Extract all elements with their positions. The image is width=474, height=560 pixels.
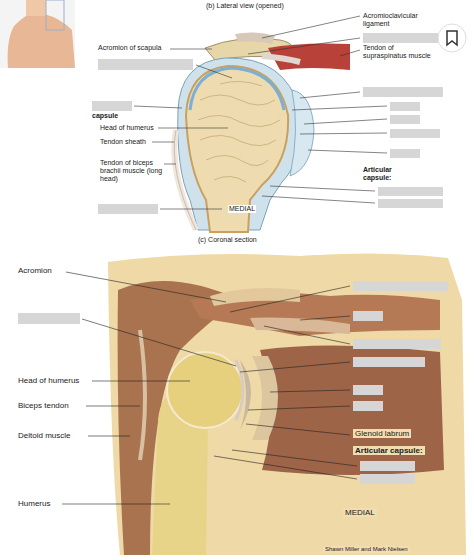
leader-line	[62, 272, 357, 504]
part-label: Humerus	[18, 499, 50, 508]
part-label: Tendon sheath	[100, 138, 146, 146]
section-skin	[108, 253, 466, 555]
thumbnail-frame	[0, 0, 75, 68]
part-label: Head of humerus	[100, 124, 154, 132]
spongy-bone	[198, 81, 280, 182]
tendon-sheath-line	[174, 130, 196, 230]
glenoid-cavity	[290, 90, 314, 176]
thumbnail-highlight	[46, 0, 64, 30]
bookmark-icon	[447, 31, 457, 45]
hidden-label-box	[18, 281, 448, 484]
hidden-label-box	[92, 33, 443, 214]
part-label: Tendon of supraspinatus muscle	[363, 44, 435, 60]
thumbnail-body	[8, 0, 75, 68]
part-label: Glenoid labrum	[353, 429, 411, 438]
biceps-tendon-top	[174, 130, 196, 230]
view-title: (c) Coronal section	[198, 236, 257, 244]
ac-ligament	[235, 32, 275, 44]
cartilage-section	[236, 360, 243, 420]
supraspinatus-tendon	[262, 56, 300, 62]
part-label: Deltoid muscle	[18, 431, 70, 440]
part-label: Biceps tendon	[18, 401, 69, 410]
part-label: Articular capsule:	[363, 166, 415, 182]
credit-text: Shawn Miller and Mark Nielsen	[323, 546, 410, 553]
leader-line	[134, 16, 387, 209]
part-label: Head of humerus	[18, 376, 79, 385]
humerus-head	[186, 66, 288, 232]
bookmark-button	[438, 24, 466, 52]
view-title: (b) Lateral view (opened)	[205, 2, 285, 10]
part-label: Acromion	[18, 266, 52, 275]
part-label: Articular capsule:	[353, 446, 425, 455]
part-label: Tendon of biceps brachii muscle (long he…	[100, 159, 164, 183]
part-label: Acromioclavicular ligament	[363, 12, 435, 28]
acromion-section	[210, 288, 300, 306]
thumbnail-neck	[26, 0, 46, 16]
part-label: Acromion of scapula	[98, 44, 161, 52]
orientation-label: MEDIAL	[228, 205, 256, 213]
supraspinatus-tendon-section	[250, 318, 350, 334]
articular-cartilage	[190, 68, 284, 110]
biceps-tendon-section	[140, 330, 145, 460]
orientation-label: MEDIAL	[343, 508, 377, 517]
humerus-head-section	[167, 352, 243, 428]
part-label: capsule	[92, 112, 118, 120]
subscapularis-region	[260, 345, 444, 475]
